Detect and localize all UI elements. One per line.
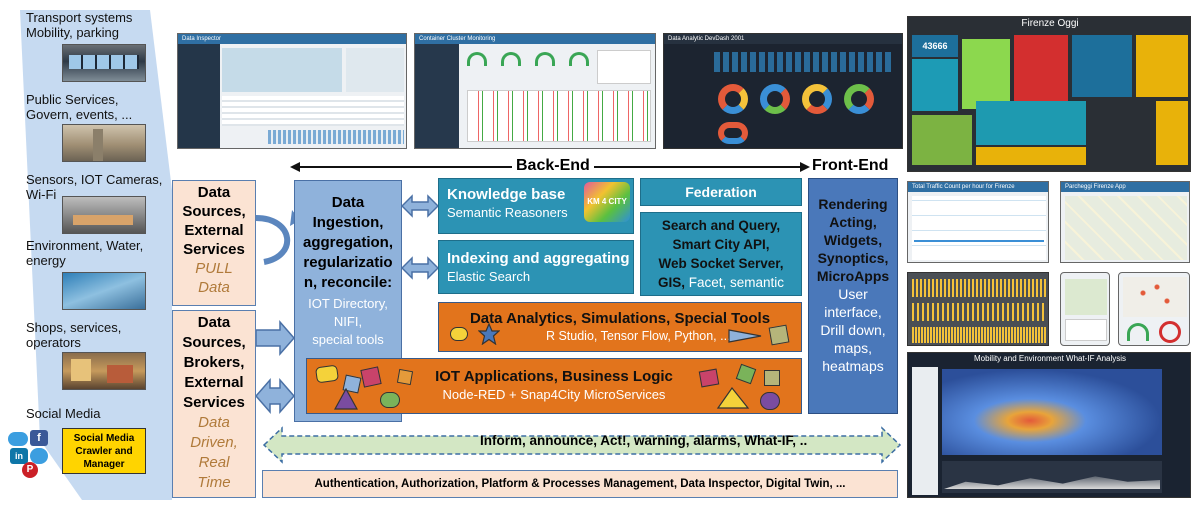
data-analytics-box: Data Analytics, Simulations, Special Too… [438,302,802,352]
push-arrow-bottom [256,378,295,414]
container-monitoring-screenshot: Container Cluster Monitoring [414,33,656,149]
twitter-icon [8,432,28,446]
inform-label: Inform, announce, Act!, warning, alarms,… [480,433,808,448]
yellow-oval-icon [450,327,468,341]
whatif-analysis-screenshot: Mobility and Environment What-IF Analysi… [907,352,1191,498]
auth-management-bar: Authentication, Authorization, Platform … [262,470,898,498]
indexing-sub: Elastic Search [447,269,531,284]
source-public-services-label: Public Services,Govern, events, ... [26,92,133,122]
yellow-triangle-icon [716,386,750,409]
linkedin-icon: in [10,448,28,464]
screen-title: Data Inspector [178,34,406,44]
inform-arrow [262,426,902,464]
source-sensors-label: Sensors, IOT Cameras,Wi-Fi [26,172,163,202]
data-analyst-screenshot: Data Analytic DevDash 2001 [663,33,903,149]
pink-square-icon [360,366,382,388]
purple-oval-icon [760,392,780,410]
data-inspector-screenshot: Data Inspector [177,33,407,149]
public-services-photo [62,124,146,162]
screen-title: Mobility and Environment What-IF Analysi… [973,354,1127,363]
push-arrow-top [256,320,295,356]
screen-title: Firenze Oggi [1021,18,1079,29]
facebook-icon: f [30,430,48,446]
olive-square-icon [768,324,790,346]
shops-photo [62,352,146,390]
charts-screenshot [907,272,1049,346]
firenze-oggi-screenshot: Firenze Oggi 43666 [907,16,1191,172]
orange-square-icon [396,368,414,386]
pull-data-sources-box: Data Sources, External Services PULL Dat… [172,180,256,306]
source-social-label: Social Media [26,406,101,421]
source-shops-label: Shops, services,operators [26,320,122,350]
ingestion-indexing-arrow [402,256,438,280]
rendering-frontend-box: Rendering Acting, Widgets, Synoptics, Mi… [808,178,898,414]
blue-triangle-icon [728,329,762,343]
yellow-shape-icon [314,364,340,384]
pink-shape-icon [698,368,720,388]
iot-applications-title: IOT Applications, Business Logic [435,368,673,385]
screen-title: Parcheggi Firenze App [1061,182,1189,192]
federation-box: Federation [640,178,802,206]
purple-triangle-icon [334,388,358,410]
mail-icon [30,448,48,464]
screen-title: Total Traffic Count per hour for Firenze [908,182,1048,192]
iot-applications-sub: Node-RED + Snap4City MicroServices [442,387,666,402]
frontend-label: Front-End [812,157,889,174]
backend-label: Back-End [512,157,594,175]
green-oval-icon [380,392,400,408]
ingestion-knowledge-arrow [402,194,438,218]
traffic-count-screenshot: Total Traffic Count per hour for Firenze [907,181,1049,263]
parcheggi-app-screenshot: Parcheggi Firenze App [1060,181,1190,263]
data-analytics-sub: R Studio, Tensor Flow, Python, .... [545,329,735,343]
blue-star-icon [478,323,500,345]
pinterest-icon: P [22,462,38,478]
indexing-box: Indexing and aggregating Elastic Search [438,240,634,294]
screen-title: Data Analytic DevDash 2001 [664,34,902,44]
knowledge-base-title: Knowledge base [447,186,566,203]
push-data-sources-box: Data Sources, Brokers, External Services… [172,310,256,498]
olive-shape-icon [764,370,780,386]
sensors-photo [62,196,146,234]
mobile-app-screenshot [1060,272,1110,346]
transport-photo [62,44,146,82]
km4city-logo: KM 4 CITY [584,182,630,222]
indexing-title: Indexing and aggregating [447,250,630,267]
data-analytics-title: Data Analytics, Simulations, Special Too… [469,310,771,327]
screen-title: Container Cluster Monitoring [415,34,655,44]
mobile-map-screenshot [1118,272,1190,346]
search-query-box: Search and Query, Smart City API, Web So… [640,212,802,296]
source-environment-label: Environment, Water,energy [26,238,144,268]
knowledge-base-sub: Semantic Reasoners [447,205,568,220]
environment-photo [62,272,146,310]
firenze-counter: 43666 [912,35,958,57]
